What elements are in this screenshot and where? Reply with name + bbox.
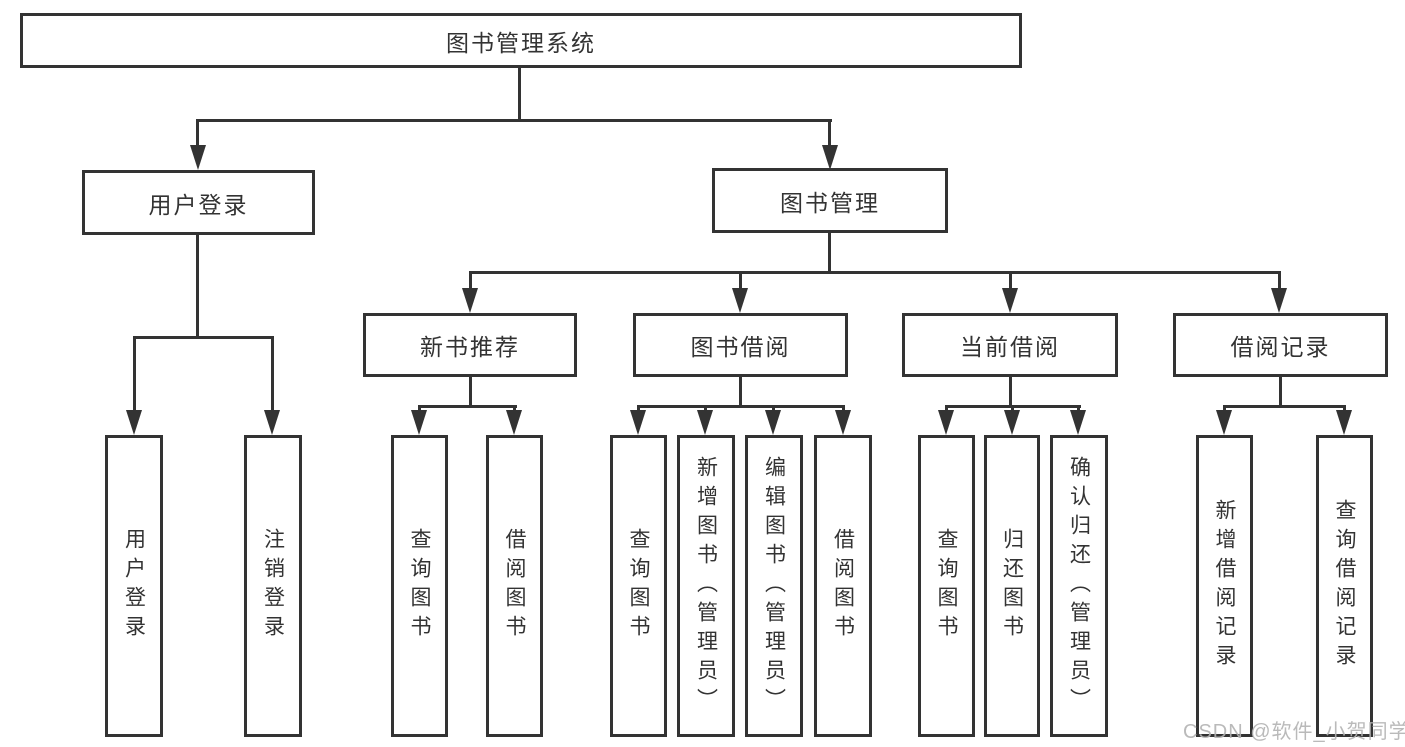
connector-line — [1343, 405, 1346, 413]
connector-line — [271, 336, 274, 410]
node-book-borrow: 图书借阅 — [633, 313, 848, 377]
connector-line — [1223, 405, 1345, 408]
leaf-query-books-2-label: 查询图书 — [627, 528, 650, 644]
connector-line — [469, 271, 472, 291]
connector-line — [133, 336, 136, 410]
arrow-down-icon — [1216, 410, 1232, 435]
connector-line — [1279, 377, 1282, 408]
arrow-down-icon — [822, 145, 838, 170]
arrow-down-icon — [835, 410, 851, 435]
arrow-down-icon — [732, 288, 748, 313]
node-root-label: 图书管理系统 — [446, 29, 596, 56]
leaf-borrow-books-1: 借阅图书 — [486, 435, 543, 737]
arrow-down-icon — [506, 410, 522, 435]
leaf-query-borrow-record: 查询借阅记录 — [1316, 435, 1373, 737]
connector-line — [469, 271, 1281, 274]
node-root: 图书管理系统 — [20, 13, 1022, 68]
connector-line — [637, 405, 640, 413]
arrow-down-icon — [1070, 410, 1086, 435]
leaf-user-login-label: 用户登录 — [122, 528, 146, 644]
connector-line — [133, 336, 273, 339]
connector-line — [518, 68, 521, 119]
connector-line — [513, 405, 516, 413]
arrow-down-icon — [1004, 410, 1020, 435]
connector-line — [828, 233, 831, 273]
connector-line — [196, 119, 199, 147]
connector-line — [196, 235, 199, 339]
connector-line — [1278, 271, 1281, 291]
node-user-login-label: 用户登录 — [148, 191, 249, 218]
leaf-logout: 注销登录 — [244, 435, 302, 737]
connector-line — [418, 405, 517, 408]
leaf-add-borrow-record: 新增借阅记录 — [1196, 435, 1253, 737]
node-borrow-records: 借阅记录 — [1173, 313, 1388, 377]
connector-line — [828, 119, 831, 147]
connector-line — [1077, 405, 1080, 413]
connector-line — [739, 271, 742, 291]
connector-line — [197, 119, 832, 122]
arrow-down-icon — [938, 410, 954, 435]
leaf-logout-label: 注销登录 — [261, 528, 285, 644]
connector-line — [469, 377, 472, 408]
leaf-query-books-3-label: 查询图书 — [935, 528, 958, 644]
connector-line — [739, 377, 742, 408]
connector-line — [418, 405, 421, 413]
leaf-return-books-label: 归还图书 — [1000, 528, 1024, 644]
node-borrow-records-label: 借阅记录 — [1230, 334, 1331, 360]
connector-line — [1223, 405, 1226, 413]
node-current-borrow-label: 当前借阅 — [960, 334, 1060, 360]
leaf-borrow-books-1-label: 借阅图书 — [503, 528, 526, 644]
arrow-down-icon — [190, 145, 206, 170]
connector-line — [842, 405, 845, 413]
leaf-edit-books-admin-label: 编辑图书（管理员） — [762, 455, 786, 717]
leaf-query-books-1-label: 查询图书 — [408, 528, 431, 644]
arrow-down-icon — [765, 410, 781, 435]
connector-line — [637, 405, 845, 408]
leaf-add-books-admin-label: 新增图书（管理员） — [694, 455, 718, 717]
leaf-edit-books-admin: 编辑图书（管理员） — [745, 435, 803, 737]
arrow-down-icon — [1271, 288, 1287, 313]
leaf-query-borrow-record-label: 查询借阅记录 — [1333, 499, 1356, 673]
connector-line — [1009, 377, 1012, 408]
connector-line — [1011, 405, 1014, 413]
node-book-borrow-label: 图书借阅 — [690, 334, 791, 360]
arrow-down-icon — [697, 410, 713, 435]
leaf-query-books-1: 查询图书 — [391, 435, 448, 737]
arrow-down-icon — [462, 288, 478, 313]
node-new-book-recommend: 新书推荐 — [363, 313, 577, 377]
connector-line — [1009, 271, 1012, 291]
leaf-query-books-3: 查询图书 — [918, 435, 975, 737]
node-book-management-label: 图书管理 — [780, 189, 880, 216]
arrow-down-icon — [1336, 410, 1352, 435]
node-book-management: 图书管理 — [712, 168, 948, 233]
leaf-add-borrow-record-label: 新增借阅记录 — [1213, 499, 1236, 673]
leaf-confirm-return-admin: 确认归还（管理员） — [1050, 435, 1108, 737]
connector-line — [772, 405, 775, 413]
leaf-borrow-books-2: 借阅图书 — [814, 435, 872, 737]
arrow-down-icon — [630, 410, 646, 435]
connector-line — [704, 405, 707, 413]
leaf-confirm-return-admin-label: 确认归还（管理员） — [1067, 455, 1091, 717]
node-new-book-recommend-label: 新书推荐 — [420, 334, 520, 360]
arrow-down-icon — [1002, 288, 1018, 313]
connector-line — [945, 405, 948, 413]
arrow-down-icon — [126, 410, 142, 435]
arrow-down-icon — [411, 410, 427, 435]
leaf-borrow-books-2-label: 借阅图书 — [831, 528, 855, 644]
leaf-query-books-2: 查询图书 — [610, 435, 667, 737]
leaf-return-books: 归还图书 — [984, 435, 1040, 737]
node-current-borrow: 当前借阅 — [902, 313, 1118, 377]
leaf-add-books-admin: 新增图书（管理员） — [677, 435, 735, 737]
csdn-watermark: CSDN @软件_小贺同学 — [1183, 721, 1405, 743]
arrow-down-icon — [264, 410, 280, 435]
leaf-user-login: 用户登录 — [105, 435, 163, 737]
node-user-login: 用户登录 — [82, 170, 315, 235]
